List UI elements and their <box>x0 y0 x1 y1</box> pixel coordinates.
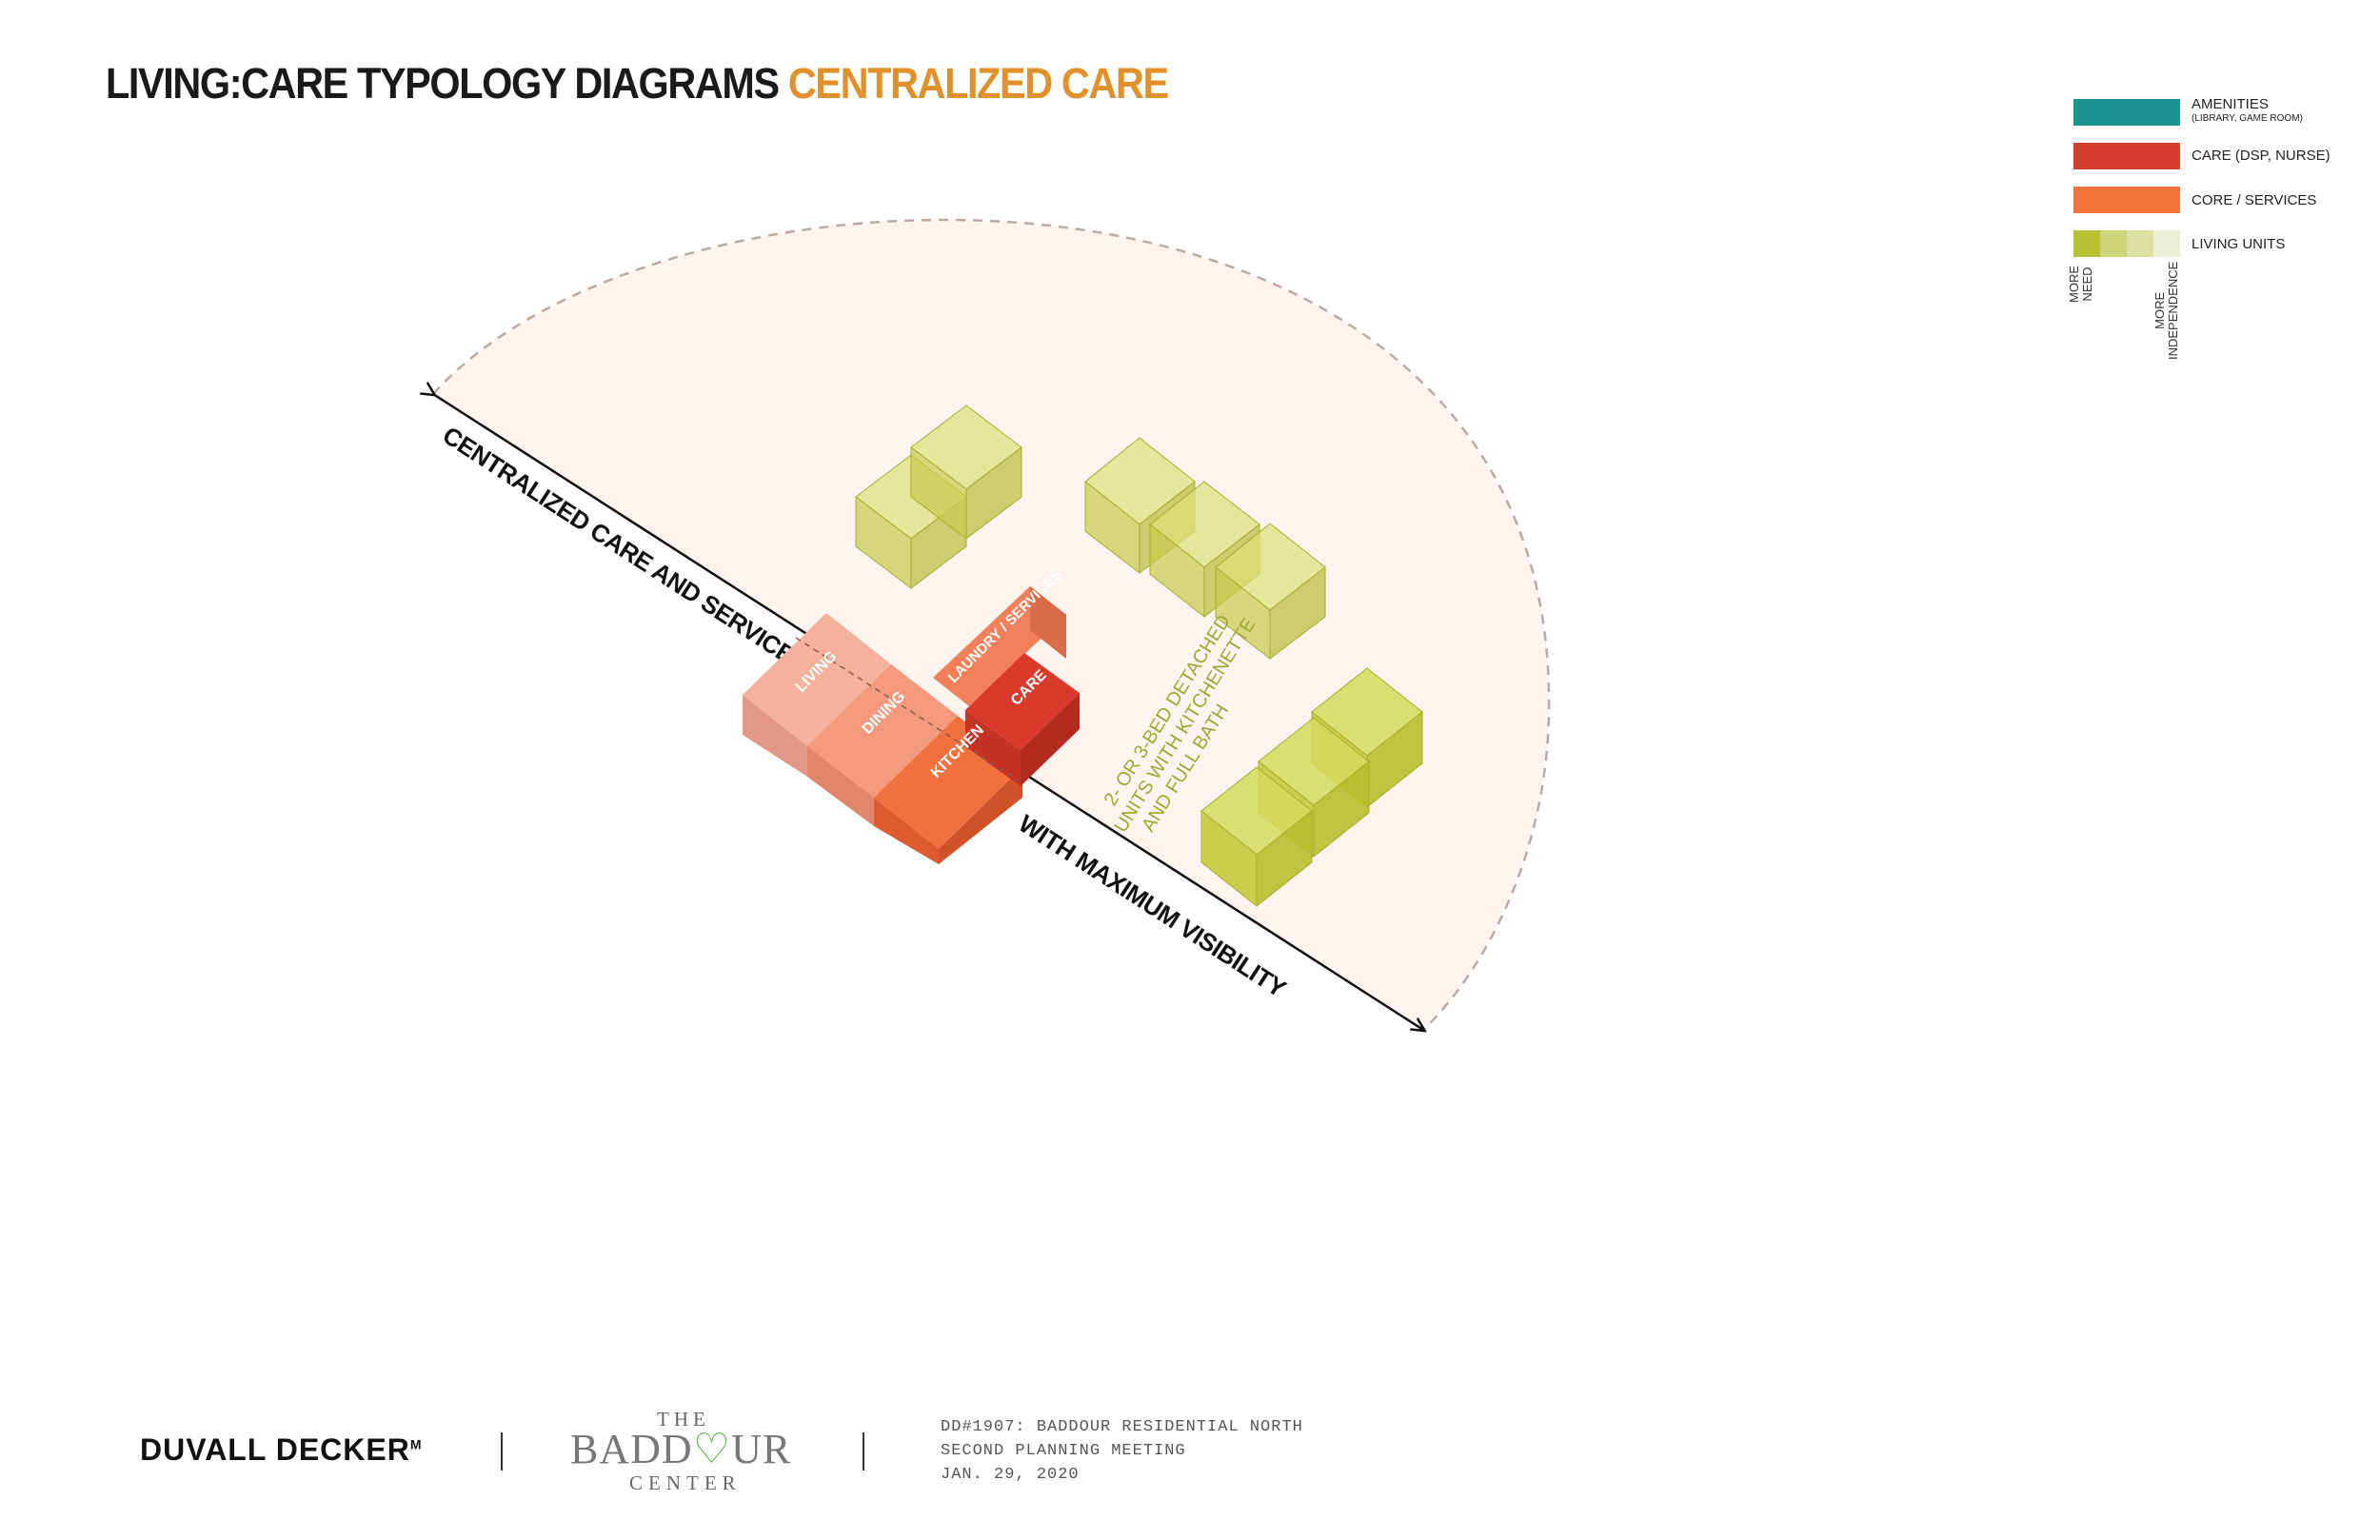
legend-swatch-core <box>2073 187 2180 213</box>
living-unit-cluster-b <box>1084 437 1326 661</box>
logo-the: THE <box>657 1408 710 1431</box>
legend-label-core: CORE / SERVICES <box>2192 192 2317 208</box>
firm-mark: M <box>409 1436 423 1452</box>
project-name: DD#1907: BADDOUR RESIDENTIAL NORTH <box>941 1418 1303 1436</box>
logo-right: UR <box>731 1426 792 1472</box>
meeting-name: SECOND PLANNING MEETING <box>941 1442 1186 1460</box>
heart-icon: ♡ <box>692 1426 732 1472</box>
footer-divider-1 <box>501 1432 503 1471</box>
meeting-date: JAN. 29, 2020 <box>941 1466 1080 1484</box>
title-accent: CENTRALIZED CARE <box>787 59 1169 108</box>
footer-divider-2 <box>863 1432 864 1471</box>
legend-swatch-care <box>2073 143 2180 169</box>
logo-center: CENTER <box>629 1471 742 1494</box>
legend-swatch-living <box>2073 230 2180 257</box>
legend-label-living: LIVING UNITS <box>2192 236 2286 252</box>
legend-swatch-amenities <box>2073 99 2180 126</box>
legend-sublabel-amenities: (LIBRARY, GAME ROOM) <box>2192 113 2303 124</box>
core-blocks <box>743 586 1080 864</box>
logo-main: BADD♡UR <box>570 1425 791 1473</box>
living-unit-cluster-c <box>1200 667 1423 908</box>
logo-left: BADD <box>570 1426 693 1472</box>
legend-label-care: CARE (DSP, NURSE) <box>2192 148 2330 164</box>
living-unit-cluster-a <box>855 405 1022 590</box>
firm-logo: DUVALL DECKERM <box>140 1432 423 1468</box>
legend-label-amenities: AMENITIES <box>2192 96 2269 112</box>
page-title: LIVING:CARE TYPOLOGY DIAGRAMS CENTRALIZE… <box>106 59 1169 109</box>
title-main: LIVING:CARE TYPOLOGY DIAGRAMS <box>106 59 780 108</box>
firm-name: DUVALL DECKER <box>140 1432 410 1467</box>
